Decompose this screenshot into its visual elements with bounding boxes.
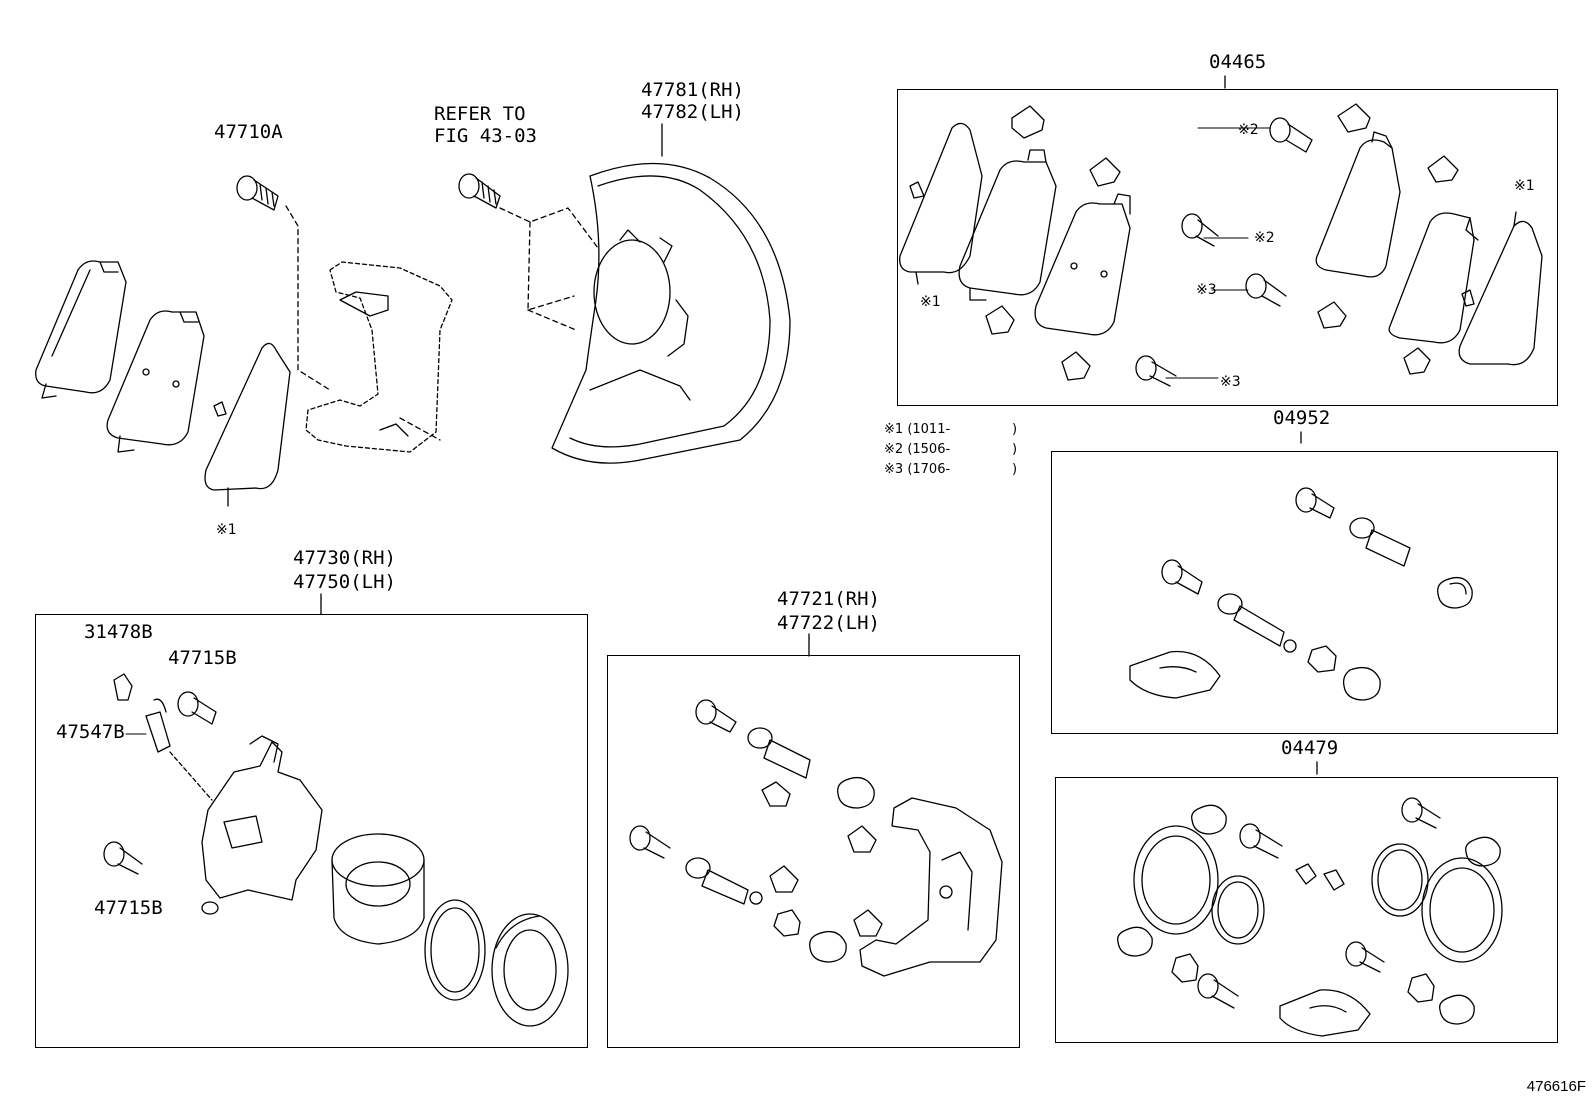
backing-plate-guide <box>499 207 599 331</box>
footnote-close: ) <box>1012 462 1018 477</box>
pad-outer-left <box>35 260 127 399</box>
footnote-mark: ※2 <box>884 442 904 457</box>
mounting-bracket <box>285 205 441 441</box>
kit-04952-parts <box>1129 431 1473 701</box>
caliper-47730-box <box>35 614 588 1048</box>
part-label-47710A[interactable]: 47710A <box>214 121 283 143</box>
refer-label-line2[interactable]: FIG 43-03 <box>434 125 537 147</box>
part-label-04479[interactable]: 04479 <box>1281 737 1339 759</box>
footnotes: ※1 (1011- ) ※2 (1506- ) ※3 (1706- ) <box>884 422 1017 482</box>
kit-04465-parts <box>899 75 1543 387</box>
part-label-04952[interactable]: 04952 <box>1273 407 1331 429</box>
marker-2-b: ※2 <box>1254 230 1275 246</box>
part-label-47715B-bottom[interactable]: 47715B <box>94 897 163 919</box>
part-label-04465[interactable]: 04465 <box>1209 51 1267 73</box>
part-label-47721[interactable]: 47721(RH) <box>777 588 880 610</box>
part-label-47750[interactable]: 47750(LH) <box>293 571 396 593</box>
part-label-47781[interactable]: 47781(RH) <box>641 79 744 101</box>
bracket-47721-parts <box>629 633 1003 977</box>
footnote-close: ) <box>1012 442 1018 457</box>
footnote-3: ※3 (1706- ) <box>884 462 1017 482</box>
part-label-47722[interactable]: 47722(LH) <box>777 612 880 634</box>
footnote-text: (1506- <box>907 442 951 457</box>
bracket-47721-box <box>607 655 1020 1048</box>
kit-04952-box <box>1051 451 1558 734</box>
part-label-47547B[interactable]: 47547B <box>56 721 125 743</box>
footnote-1: ※1 (1011- ) <box>884 422 1017 442</box>
marker-2-a: ※2 <box>1238 122 1259 138</box>
marker-1-left-shim: ※1 <box>216 522 237 538</box>
part-label-47715B-top[interactable]: 47715B <box>168 647 237 669</box>
pad-inner-left <box>106 310 205 453</box>
part-label-47730[interactable]: 47730(RH) <box>293 547 396 569</box>
kit-04479-parts <box>1117 761 1503 1037</box>
footnote-text: (1011- <box>907 422 951 437</box>
refer-bolt <box>458 173 501 209</box>
anti-squeal-shim-left <box>204 342 291 507</box>
caliper-mounting-bracket-top <box>305 261 453 453</box>
part-label-47782[interactable]: 47782(LH) <box>641 101 744 123</box>
figure-id: 476616F <box>1526 1078 1586 1095</box>
marker-1-box-left: ※1 <box>920 294 941 310</box>
refer-label-line1: REFER TO <box>434 103 526 125</box>
caliper-bolt-47710A <box>236 175 279 211</box>
caliper-47730-parts <box>103 593 569 1027</box>
kit-04465-box <box>897 89 1558 406</box>
footnote-2: ※2 (1506- ) <box>884 442 1017 462</box>
footnote-text: (1706- <box>907 462 951 477</box>
footnote-mark: ※1 <box>884 422 904 437</box>
marker-1-box-right: ※1 <box>1514 178 1535 194</box>
part-label-31478B[interactable]: 31478B <box>84 621 153 643</box>
marker-3-b: ※3 <box>1220 374 1241 390</box>
kit-04479-box <box>1055 777 1558 1043</box>
footnote-mark: ※3 <box>884 462 904 477</box>
marker-3-a: ※3 <box>1196 282 1217 298</box>
disc-brake-dust-cover <box>551 123 791 464</box>
footnote-close: ) <box>1012 422 1018 437</box>
